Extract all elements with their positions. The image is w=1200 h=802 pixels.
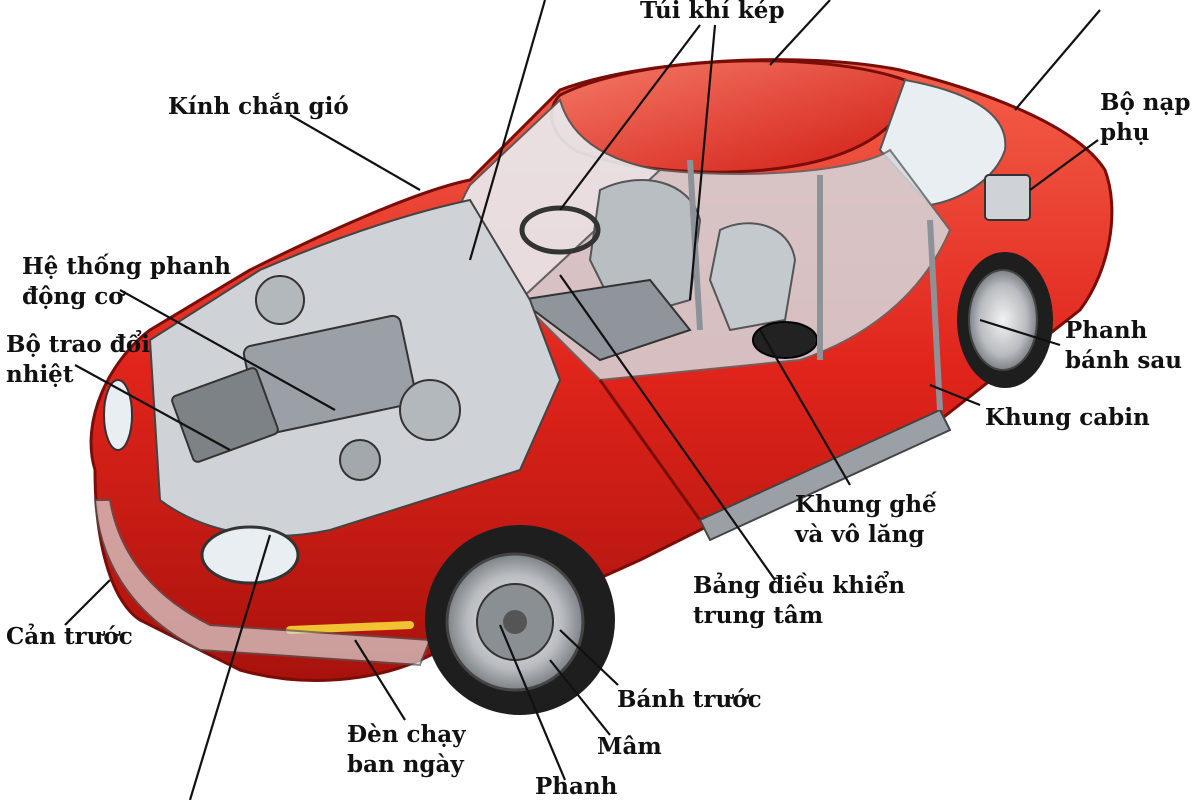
- leader-line: [769, 0, 831, 66]
- engine-part: [255, 275, 305, 325]
- center-console: [517, 278, 692, 362]
- label-seat-frame: Khung ghế và vô lăng: [795, 491, 937, 548]
- headlight: [200, 525, 300, 585]
- label-heat-exchanger: Bộ trao đổi nhiệt: [6, 331, 150, 388]
- leader-line: [559, 24, 701, 211]
- rear-glass: [878, 78, 1007, 207]
- daytime-light-strip: [286, 621, 414, 634]
- radiator: [171, 367, 279, 463]
- side-mirror: [752, 321, 818, 359]
- leader-line: [354, 639, 406, 721]
- leader-line: [929, 383, 981, 407]
- engine-part: [339, 439, 381, 481]
- leader-line: [559, 274, 776, 581]
- leader-line: [979, 318, 1061, 347]
- leader-line: [1029, 139, 1099, 191]
- leader-line: [468, 0, 547, 261]
- label-aux-charger: Bộ nạp phụ: [1100, 89, 1191, 146]
- leader-line: [188, 534, 272, 800]
- leader-line: [759, 329, 851, 486]
- leader-line: [74, 364, 231, 451]
- engine-part: [399, 379, 461, 441]
- label-daytime-lights: Đèn chạy ban ngày: [347, 721, 466, 778]
- label-airbag: Túi khí kép: [640, 0, 785, 24]
- leader-line: [119, 289, 336, 411]
- label-center-console: Bảng điều khiển trung tâm: [693, 572, 906, 629]
- front-bumper-shape: [93, 499, 432, 667]
- rear-rim: [968, 269, 1038, 371]
- leader-line: [1014, 9, 1101, 111]
- side-sill: [698, 408, 952, 542]
- aux-charger-unit: [984, 174, 1031, 221]
- leader-line: [498, 624, 567, 781]
- leader-line: [289, 114, 421, 191]
- label-cabin-frame: Khung cabin: [985, 404, 1150, 431]
- label-windshield: Kính chắn gió: [168, 93, 349, 120]
- leader-line: [688, 24, 717, 301]
- label-motor-brake: Hệ thống phanh động cơ: [22, 253, 232, 310]
- label-rear-brake: Phanh bánh sau: [1065, 317, 1183, 374]
- label-rim: Mâm: [597, 733, 662, 760]
- label-brake: Phanh: [535, 773, 618, 800]
- label-front-wheel: Bánh trước: [617, 686, 762, 713]
- leader-line: [549, 659, 611, 736]
- label-front-bumper: Cản trước: [6, 623, 133, 650]
- leader-line: [64, 579, 111, 626]
- leader-line: [559, 629, 619, 686]
- headlight-left: [103, 379, 133, 451]
- front-hub: [503, 610, 527, 634]
- seat: [708, 222, 797, 332]
- steering-wheel: [519, 205, 601, 255]
